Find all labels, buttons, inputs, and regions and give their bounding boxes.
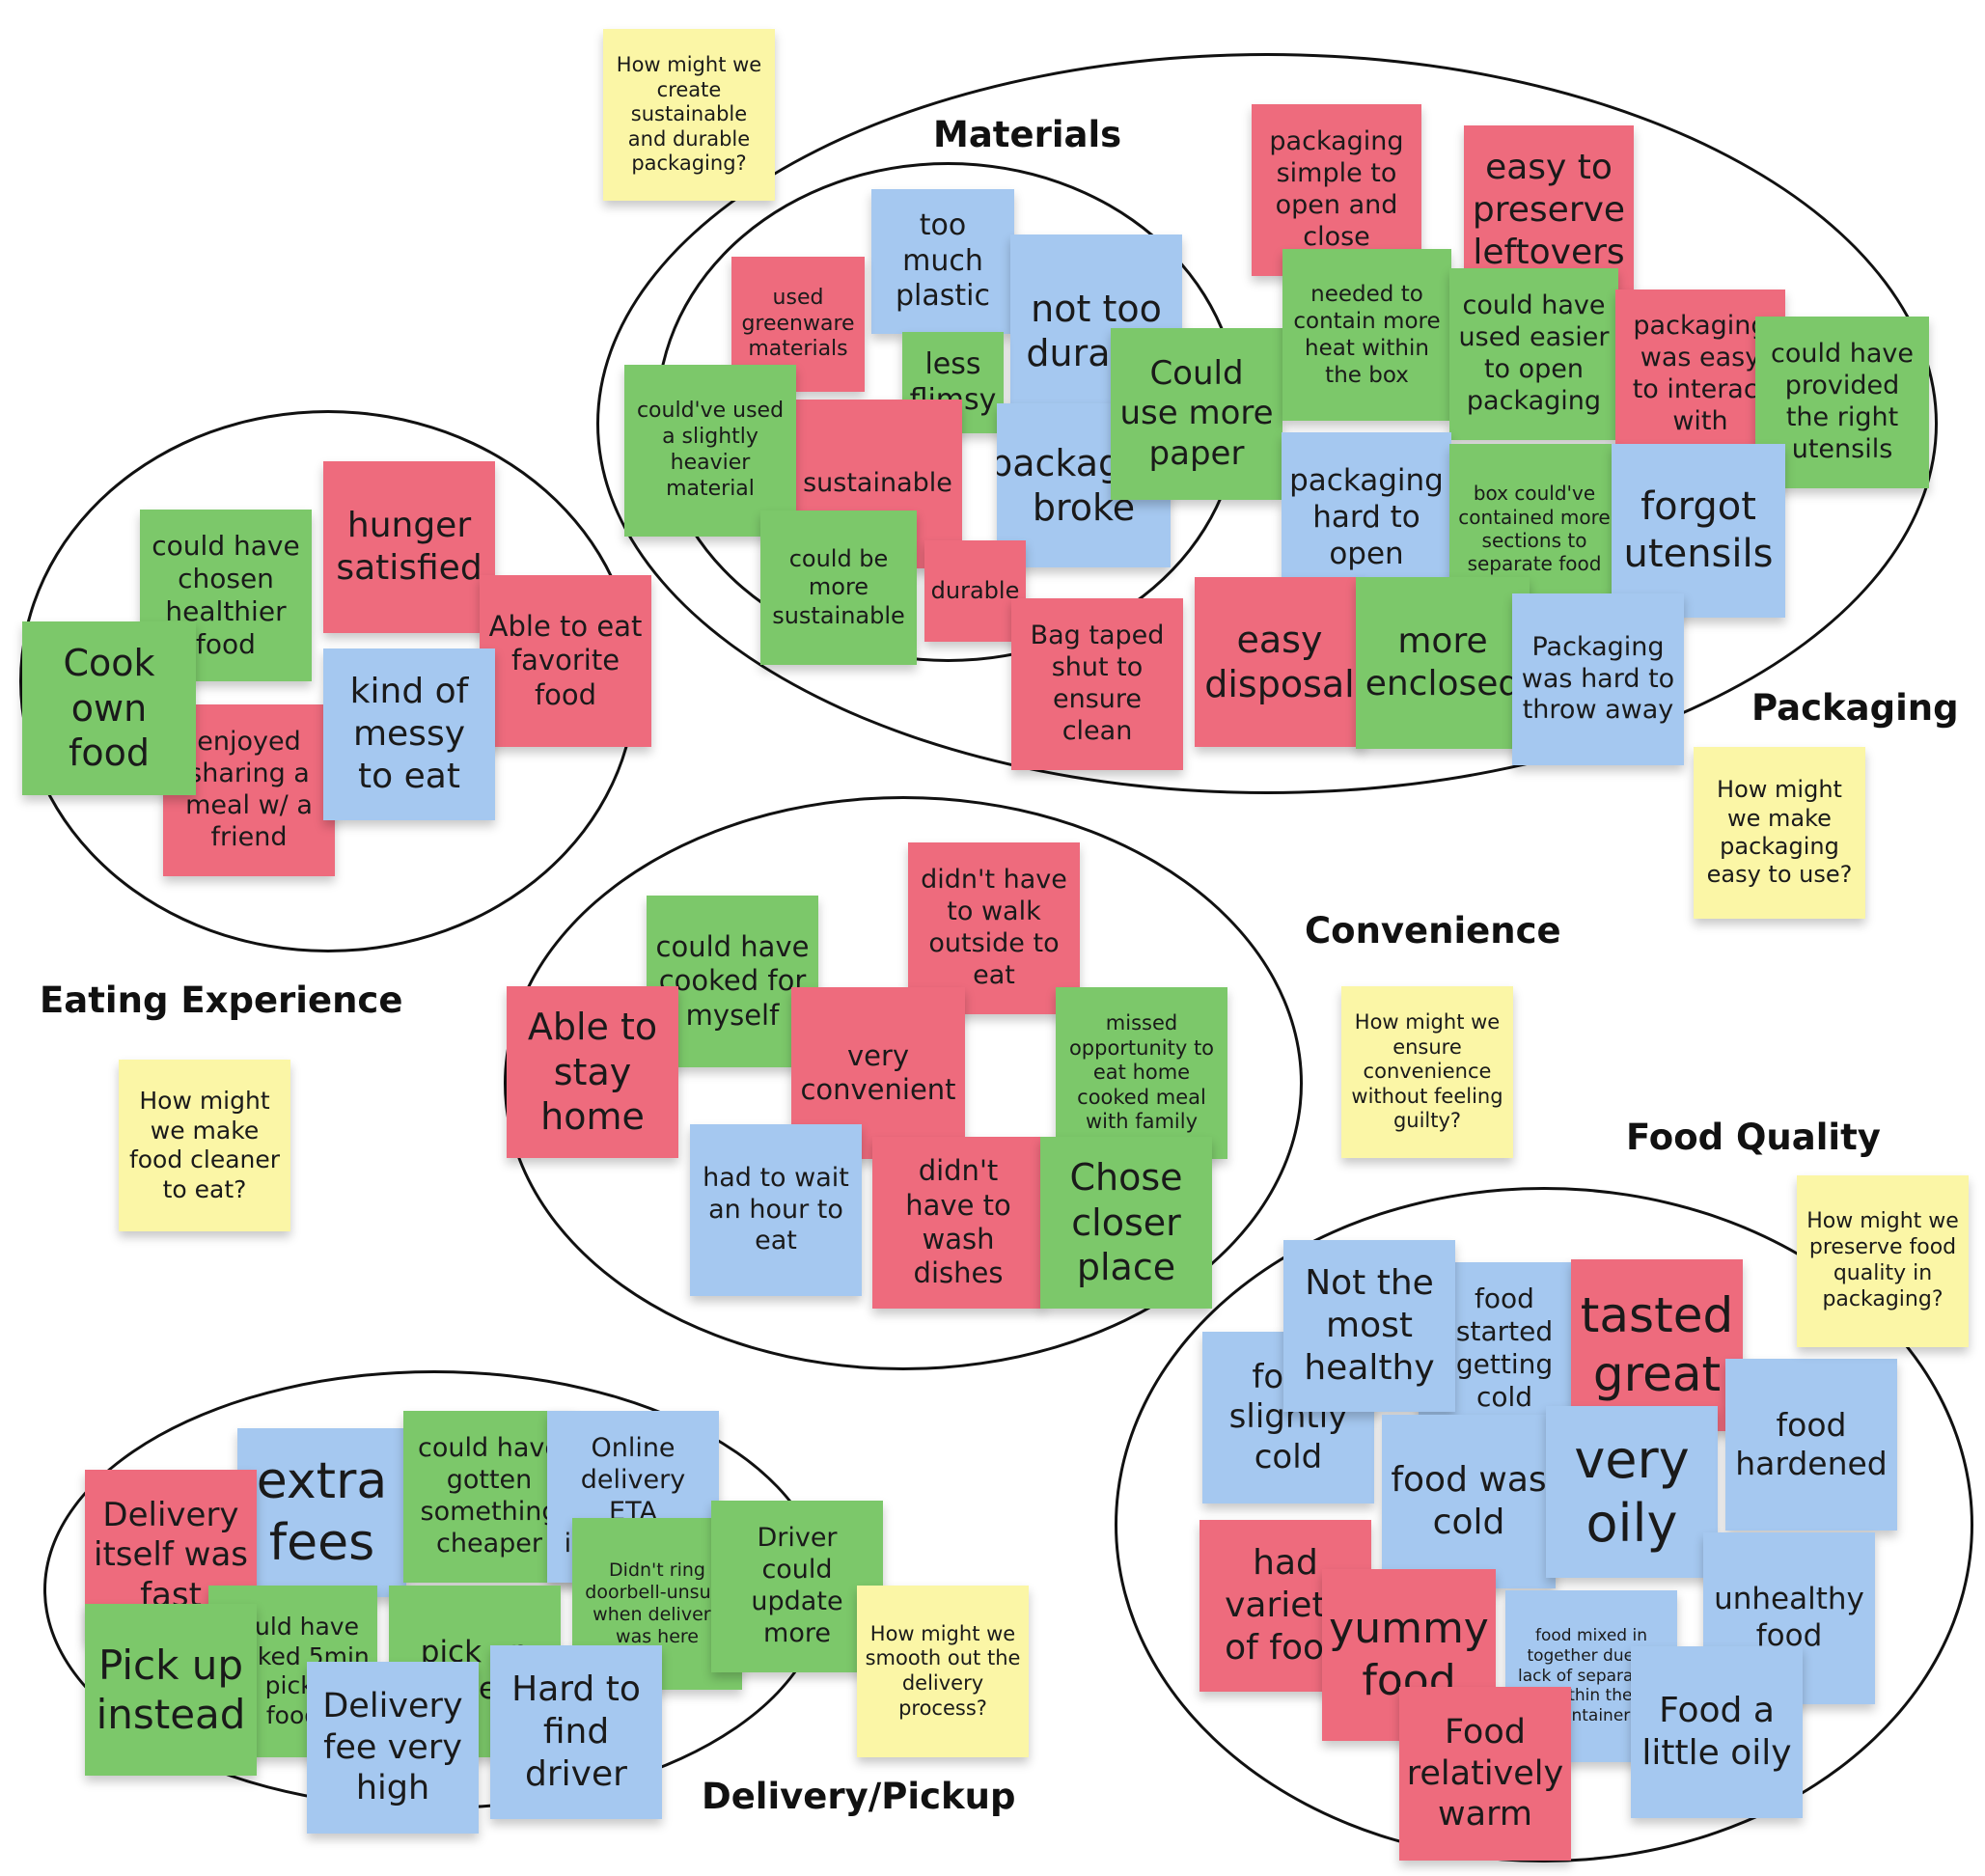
note-more-sustainable[interactable]: could be more sustainable [760,510,917,665]
label-eating-experience: Eating Experience [40,979,403,1021]
note-missed-family[interactable]: missed opportunity to eat home cooked me… [1056,987,1227,1159]
note-walk-outside[interactable]: didn't have to walk outside to eat [908,842,1080,1014]
note-messy[interactable]: kind of messy to eat [323,648,495,820]
note-cooked-myself[interactable]: could have cooked for myself [647,896,818,1067]
note-hunger-satisfied[interactable]: hunger satisfied [323,461,495,633]
label-food-quality: Food Quality [1626,1117,1881,1158]
note-driver-update[interactable]: Driver could update more [711,1501,883,1672]
note-hardened[interactable]: food hardened [1725,1359,1897,1531]
note-tasted-great[interactable]: tasted great [1571,1259,1743,1431]
label-convenience: Convenience [1305,910,1561,952]
hmw-packaging-easy[interactable]: How might we make packaging easy to use? [1694,747,1865,919]
note-was-cold[interactable]: food was cold [1382,1415,1556,1588]
note-heavier-material[interactable]: could've used a slightly heavier materia… [624,365,796,537]
label-delivery-pickup: Delivery/Pickup [702,1776,1016,1817]
note-cook-own-food[interactable]: Cook own food [22,621,196,795]
packaging-cluster-outline [596,53,1938,794]
hmw-convenience-guilt[interactable]: How might we ensure convenience without … [1341,986,1513,1158]
food-quality-cluster-outline [1115,1187,1973,1862]
hmw-delivery[interactable]: How might we smooth out the delivery pro… [857,1586,1029,1757]
note-relatively-warm[interactable]: Food relatively warm [1399,1687,1571,1861]
note-wash-dishes[interactable]: didn't have to wash dishes [872,1137,1044,1309]
note-cheaper[interactable]: could have gotten something cheaper [403,1411,575,1583]
convenience-cluster-outline [504,796,1303,1370]
note-favorite-food[interactable]: Able to eat favorite food [480,575,651,747]
label-materials: Materials [933,114,1122,155]
note-contain-heat[interactable]: needed to contain more heat within the b… [1282,249,1451,421]
note-stay-home[interactable]: Able to stay home [507,986,678,1158]
note-find-driver[interactable]: Hard to find driver [490,1645,662,1819]
note-chosen-healthier[interactable]: could have chosen healthier food [140,510,312,681]
note-pick-up-instead[interactable]: Pick up instead [85,1604,257,1776]
label-packaging: Packaging [1751,687,1959,729]
note-yummy[interactable]: yummy food [1322,1569,1496,1741]
note-more-enclosed[interactable]: more enclosed [1356,577,1530,749]
note-little-oily[interactable]: Food a little oily [1631,1646,1803,1818]
note-easier-to-open[interactable]: could have used easier to open packaging [1449,268,1618,440]
note-easy-disposal[interactable]: easy disposal [1195,577,1365,747]
note-hard-to-open[interactable]: packaging hard to open [1282,432,1451,604]
note-simple-open-close[interactable]: packaging simple to open and close [1252,104,1421,276]
note-wait-hour[interactable]: had to wait an hour to eat [690,1124,862,1296]
note-durable[interactable]: durable [924,540,1026,642]
note-forgot-utensils[interactable]: forgot utensils [1612,444,1785,618]
hmw-food-quality[interactable]: How might we preserve food quality in pa… [1797,1175,1969,1347]
note-right-utensils[interactable]: could have provided the right utensils [1755,317,1929,488]
note-hard-to-throw[interactable]: Packaging was hard to throw away [1512,593,1684,765]
note-preserve-leftovers[interactable]: easy to preserve leftovers [1464,125,1634,295]
note-fee-high[interactable]: Delivery fee very high [307,1662,479,1834]
hmw-food-cleaner[interactable]: How might we make food cleaner to eat? [119,1060,290,1231]
note-bag-taped[interactable]: Bag taped shut to ensure clean [1011,598,1183,770]
note-extra-fees[interactable]: extra fees [237,1428,406,1597]
note-not-healthy[interactable]: Not the most healthy [1283,1240,1455,1412]
note-used-greenware[interactable]: used greenware materials [731,257,865,392]
note-more-paper[interactable]: Could use more paper [1111,328,1282,500]
note-very-oily[interactable]: very oily [1546,1406,1718,1578]
note-too-much-plastic[interactable]: too much plastic [871,189,1014,334]
note-closer-place[interactable]: Chose closer place [1040,1137,1212,1309]
hmw-sustainable-packaging[interactable]: How might we create sustainable and dura… [603,29,775,201]
